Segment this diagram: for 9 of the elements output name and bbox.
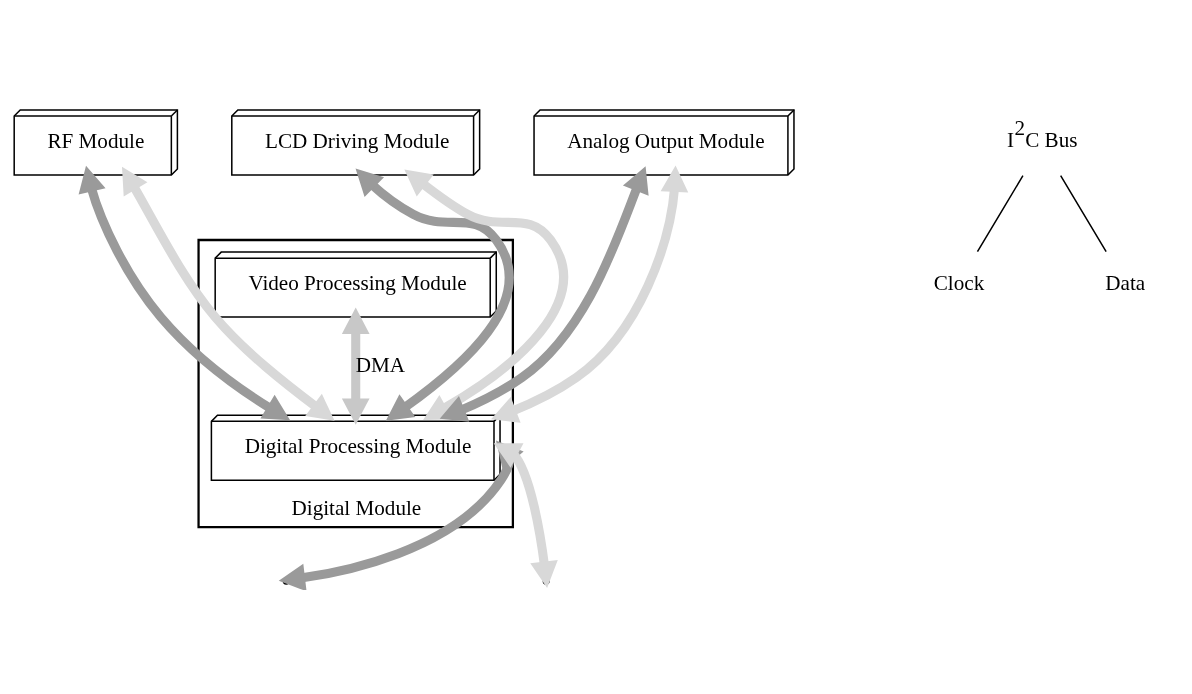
connector [976,174,1024,253]
arrow [341,307,370,425]
arrow [404,169,568,420]
node-text: Clock [933,271,985,296]
connector [1059,174,1107,253]
edge-label: DMA [355,352,406,377]
arrow [121,166,335,421]
arrow [78,165,291,421]
node-text: Data [1105,271,1146,296]
